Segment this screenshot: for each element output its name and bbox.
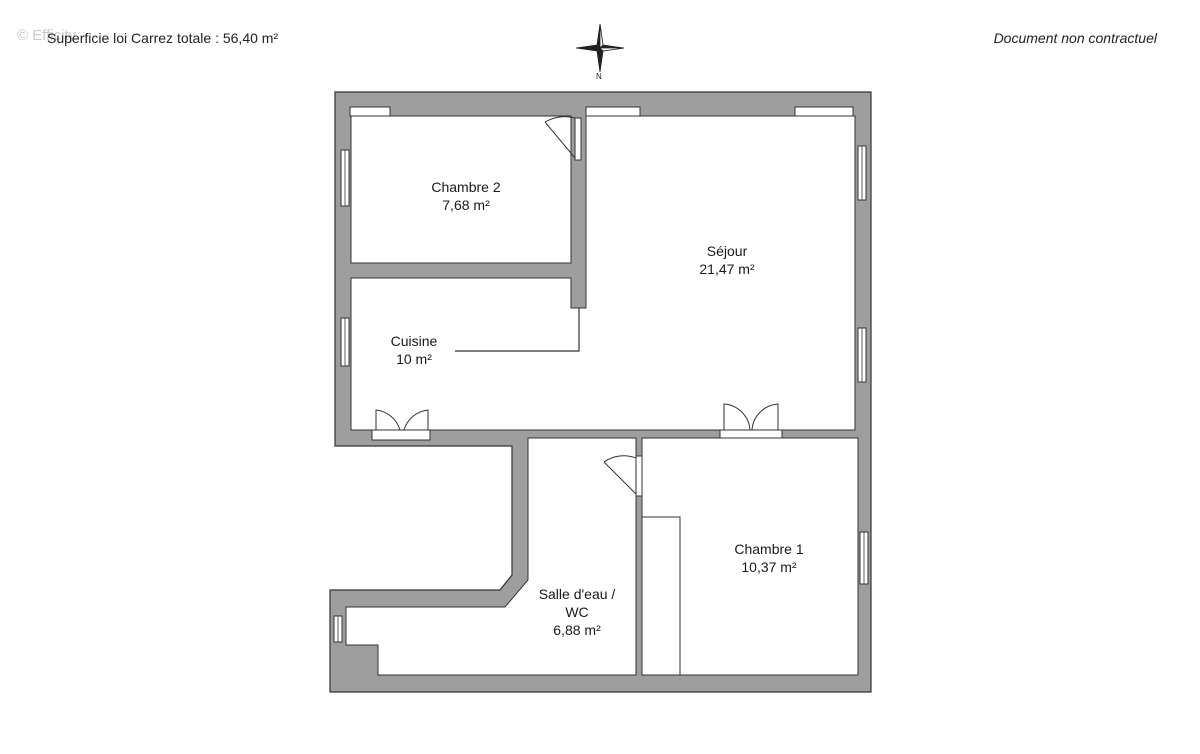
disclaimer-label: Document non contractuel bbox=[993, 30, 1157, 46]
room-salle-d-eau bbox=[345, 437, 637, 676]
kitchen-counter bbox=[455, 308, 580, 352]
room-area: 7,68 m² bbox=[442, 197, 490, 213]
room-label-cuisine: Cuisine 10 m² bbox=[334, 332, 494, 368]
compass-rose-icon bbox=[575, 23, 625, 73]
compass-north-label: N bbox=[596, 72, 602, 81]
room-area: 6,88 m² bbox=[553, 622, 601, 638]
room-label-chambre-2: Chambre 2 7,68 m² bbox=[386, 178, 546, 214]
room-label-chambre-1: Chambre 1 10,37 m² bbox=[689, 540, 849, 576]
room-name: Salle d'eau / bbox=[538, 586, 616, 602]
doors bbox=[371, 116, 783, 497]
room-label-salle-d-eau: Salle d'eau / WC 6,88 m² bbox=[497, 585, 657, 639]
room-name-line-2: WC bbox=[565, 604, 589, 620]
room-name: Chambre 1 bbox=[734, 541, 804, 557]
room-name: Cuisine bbox=[390, 333, 438, 349]
total-surface-label: Superficie loi Carrez totale : 56,40 m² bbox=[47, 30, 279, 46]
closet bbox=[641, 516, 681, 676]
room-name: Séjour bbox=[706, 243, 748, 259]
room-area: 10,37 m² bbox=[741, 559, 797, 575]
room-name: Chambre 2 bbox=[431, 179, 501, 195]
room-chambre-2 bbox=[350, 115, 572, 264]
room-area: 10 m² bbox=[396, 351, 432, 367]
room-area: 21,47 m² bbox=[699, 261, 755, 277]
room-label-sejour: Séjour 21,47 m² bbox=[647, 242, 807, 278]
watermark: © Efficity bbox=[17, 27, 77, 44]
